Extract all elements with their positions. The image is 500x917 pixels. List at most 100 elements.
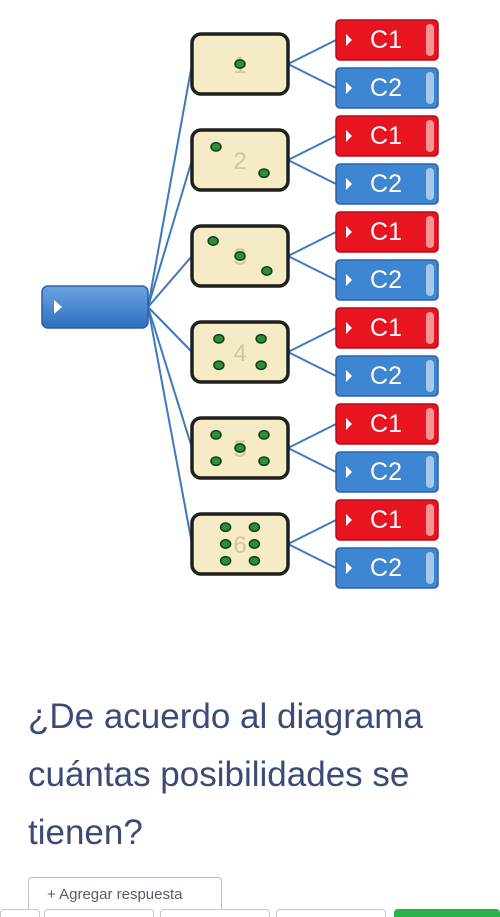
branch-c1-label: C1 — [370, 26, 402, 54]
branch-c2-die-6: C2 — [335, 547, 439, 589]
die-pip — [213, 333, 225, 344]
branch-c1-label: C1 — [370, 314, 402, 342]
die-pip — [213, 360, 225, 371]
branch-highlight — [426, 360, 434, 392]
branch-c1-label: C1 — [370, 122, 402, 150]
die-pip — [248, 539, 261, 549]
branch-c1-box — [335, 115, 439, 157]
tree-edge — [287, 447, 337, 473]
tree-edge — [287, 255, 337, 281]
root-arrow-icon — [54, 300, 62, 314]
branch-arrow-icon — [346, 178, 352, 190]
branch-c2-box — [335, 451, 439, 493]
die-pip — [219, 522, 232, 533]
branch-c1-die-1: C1 — [335, 19, 439, 61]
die-face-2: 2 — [190, 128, 290, 192]
branch-arrow-icon — [346, 514, 352, 526]
tree-edge — [287, 135, 337, 161]
branch-c1-die-3: C1 — [335, 211, 439, 253]
die-face-1: 1 — [190, 32, 290, 96]
die-body — [190, 512, 290, 576]
branch-c2-box — [335, 259, 439, 301]
question-text: ¿De acuerdo al diagrama cuántas posibili… — [28, 697, 423, 852]
branch-c1-die-6: C1 — [335, 499, 439, 541]
branch-arrow-icon — [346, 370, 352, 382]
branch-c2-die-3: C2 — [335, 259, 439, 301]
branch-c2-label: C2 — [370, 554, 402, 582]
branch-arrow-icon — [346, 34, 352, 46]
branch-c1-box — [335, 19, 439, 61]
die-pip — [210, 429, 222, 440]
tree-edge — [287, 519, 337, 545]
die-pip — [255, 360, 267, 371]
tree-edge — [287, 63, 337, 89]
tree-edge — [287, 159, 337, 185]
branch-arrow-icon — [346, 274, 352, 286]
bottom-toolbar — [0, 909, 500, 917]
branch-c2-die-4: C2 — [335, 355, 439, 397]
die-pip — [258, 456, 270, 467]
tree-edge — [287, 543, 337, 569]
branch-c2-die-2: C2 — [335, 163, 439, 205]
branch-highlight — [426, 72, 434, 104]
branch-c2-label: C2 — [370, 458, 402, 486]
submit-button[interactable] — [394, 909, 500, 917]
die-face-5: 5 — [190, 416, 290, 480]
branch-c2-die-1: C2 — [335, 67, 439, 109]
tree-edge — [147, 159, 193, 308]
die-face-6: 6 — [190, 512, 290, 576]
tree-edge — [287, 351, 337, 377]
branch-highlight — [426, 456, 434, 488]
die-pip — [234, 443, 246, 453]
die-pip — [258, 429, 270, 440]
branch-c1-die-4: C1 — [335, 307, 439, 349]
die-pip — [255, 333, 267, 344]
branch-c1-box — [335, 211, 439, 253]
die-pip — [258, 168, 270, 179]
tree-edge — [287, 39, 337, 65]
tree-edge — [287, 327, 337, 353]
branch-highlight — [426, 312, 434, 344]
branch-arrow-icon — [346, 226, 352, 238]
toolbar-tab-4[interactable] — [276, 909, 386, 917]
toolbar-tab-3[interactable] — [160, 909, 270, 917]
die-pip — [248, 522, 261, 533]
branch-arrow-icon — [346, 322, 352, 334]
branch-highlight — [426, 168, 434, 200]
branch-highlight — [426, 264, 434, 296]
die-face-4: 4 — [190, 320, 290, 384]
branch-c1-label: C1 — [370, 506, 402, 534]
die-number-label: 2 — [233, 148, 246, 175]
branch-highlight — [426, 24, 434, 56]
die-pip — [234, 59, 246, 69]
branch-c2-box — [335, 547, 439, 589]
die-number-label: 4 — [233, 340, 246, 367]
tree-edge — [287, 423, 337, 449]
branch-highlight — [426, 552, 434, 584]
branch-arrow-icon — [346, 562, 352, 574]
root-node — [41, 285, 149, 329]
branch-c2-label: C2 — [370, 170, 402, 198]
toolbar-tab-2[interactable] — [44, 909, 154, 917]
branch-arrow-icon — [346, 466, 352, 478]
branch-c2-label: C2 — [370, 266, 402, 294]
branch-c1-die-5: C1 — [335, 403, 439, 445]
branch-c1-box — [335, 307, 439, 349]
branch-highlight — [426, 216, 434, 248]
branch-c2-box — [335, 163, 439, 205]
die-pip — [210, 141, 222, 152]
tree-edge — [147, 306, 193, 545]
toolbar-tab-1[interactable] — [0, 909, 40, 917]
branch-arrow-icon — [346, 418, 352, 430]
die-pip — [234, 251, 246, 261]
die-number-label: 6 — [233, 532, 246, 559]
tree-edge — [287, 231, 337, 257]
tree-edge — [147, 306, 193, 353]
branch-c2-die-5: C2 — [335, 451, 439, 493]
branch-highlight — [426, 120, 434, 152]
branch-arrow-icon — [346, 130, 352, 142]
branch-c1-box — [335, 499, 439, 541]
branch-c2-box — [335, 355, 439, 397]
die-pip — [210, 456, 222, 467]
die-pip — [219, 555, 232, 566]
